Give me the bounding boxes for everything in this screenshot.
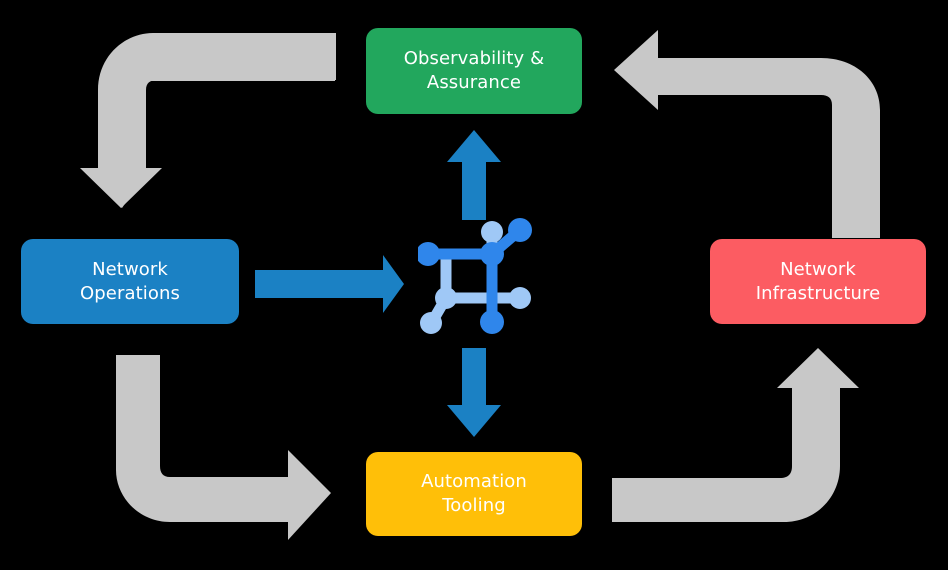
node-network-infrastructure[interactable]: Network Infrastructure — [710, 239, 926, 324]
node-automation-tooling[interactable]: Automation Tooling — [366, 452, 582, 536]
arrow-infrastructure-to-observability — [614, 30, 880, 238]
node-observability-assurance[interactable]: Observability & Assurance — [366, 28, 582, 114]
network-topology-icon — [418, 218, 532, 334]
arrow-center-to-automation — [447, 348, 501, 437]
arrow-operations-to-center — [255, 255, 404, 313]
topology-nodes-primary — [418, 218, 532, 334]
arrow-center-to-observability — [447, 130, 501, 220]
topology-nodes-secondary — [420, 221, 531, 334]
arrow-operations-to-automation — [116, 355, 331, 540]
node-network-operations[interactable]: Network Operations — [21, 239, 239, 324]
arrow-observability-to-operations-group — [80, 33, 336, 208]
arrow-automation-to-infrastructure — [612, 348, 859, 522]
